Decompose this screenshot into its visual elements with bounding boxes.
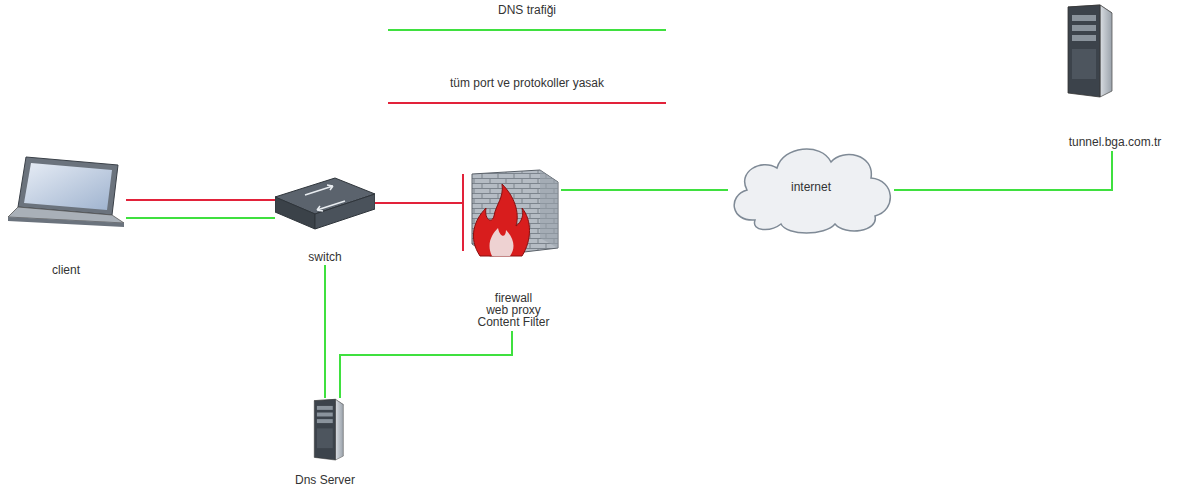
connector-line (126, 217, 275, 219)
node-label: web proxy (466, 304, 561, 316)
device-icon (466, 168, 561, 258)
device-node: switch (275, 175, 375, 263)
node-label: internet (725, 181, 897, 193)
node-label: tunnel.bga.com.tr (1040, 136, 1190, 148)
connector-line (324, 265, 326, 398)
device-node: client (6, 155, 126, 276)
node-label: Dns Server (285, 474, 365, 486)
cloud-node: internet (725, 140, 897, 236)
label-group: tunnel.bga.com.tr (1040, 136, 1190, 148)
device-node: tunnel.bga.com.tr (1040, 3, 1190, 148)
label-group: client (6, 264, 126, 276)
node-label: Content Filter (466, 316, 561, 328)
label-group: firewallweb proxyContent Filter (466, 292, 561, 328)
legend-item: DNS trafiği (388, 4, 666, 31)
label-group: Dns Server (285, 474, 365, 486)
legend-text: DNS trafiği (388, 4, 666, 16)
legend-text: tüm port ve protokoller yasak (388, 77, 666, 89)
node-label: client (6, 264, 126, 276)
block-bar (462, 174, 464, 251)
device-icon (6, 155, 126, 231)
connector-line (126, 199, 275, 201)
label-group: internet (725, 181, 897, 193)
connector-line (375, 202, 463, 204)
device-icon (285, 398, 365, 462)
connector-line (894, 151, 1112, 190)
legend-line (388, 102, 666, 104)
device-icon (275, 175, 375, 235)
node-label: switch (275, 251, 375, 263)
device-node: firewallweb proxyContent Filter (466, 168, 561, 328)
connector-line (340, 331, 512, 398)
legend-item: tüm port ve protokoller yasak (388, 77, 666, 104)
connector-line (561, 189, 728, 191)
device-icon (1040, 3, 1190, 100)
node-label: firewall (466, 292, 561, 304)
label-group: switch (275, 251, 375, 263)
legend-line (388, 29, 666, 31)
device-node: Dns Server (285, 398, 365, 486)
